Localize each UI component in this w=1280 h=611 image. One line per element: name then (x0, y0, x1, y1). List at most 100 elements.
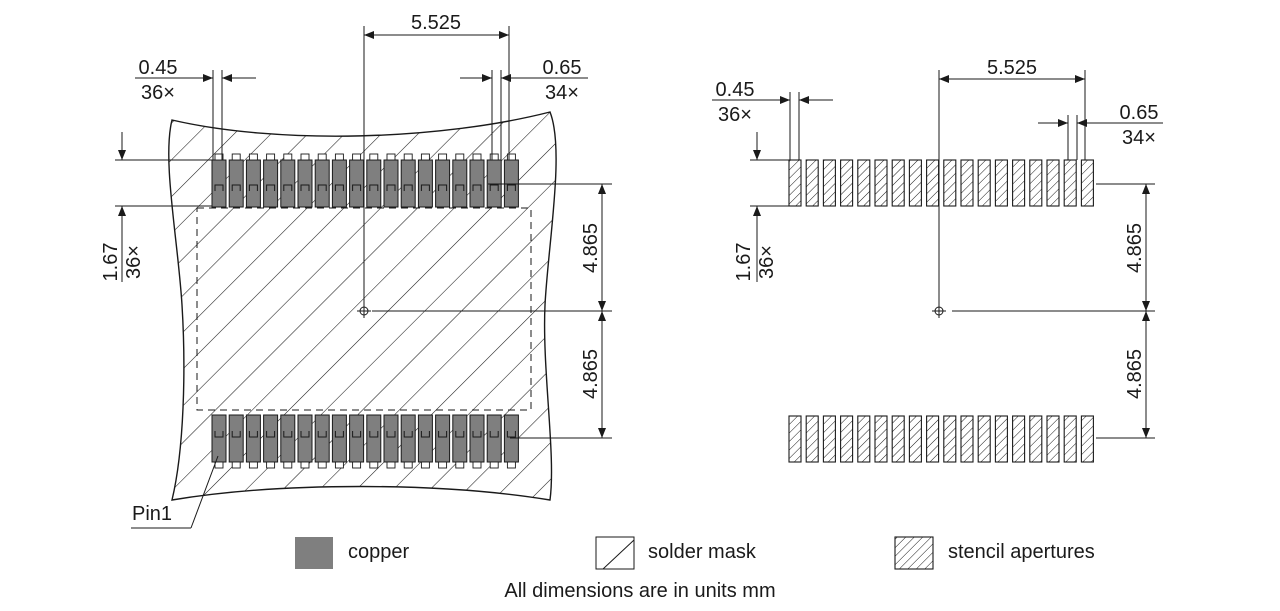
stencil-aperture (908, 415, 922, 463)
pad-mask-notch (506, 431, 516, 438)
units-footnote: All dimensions are in units mm (504, 580, 775, 602)
pad-lead (369, 153, 379, 161)
pad-lead (283, 153, 293, 161)
pad-mask-notch (489, 431, 499, 438)
solder-mask-region (168, 111, 557, 501)
legend-stencil-swatch (894, 536, 934, 570)
stencil-aperture (1029, 159, 1043, 207)
pad-mask-notch (472, 184, 482, 191)
pad-lead (248, 153, 258, 161)
copper-pad (400, 414, 416, 463)
stencil-aperture (822, 415, 836, 463)
pad-lead (455, 461, 465, 469)
stencil-aperture (822, 159, 836, 207)
copper-pad (452, 159, 468, 208)
pad-lead (506, 153, 516, 161)
copper-pad (469, 159, 485, 208)
pad-mask-notch (352, 184, 362, 191)
copper-pad (211, 414, 227, 463)
pad-lead (489, 461, 499, 469)
pad-mask-notch (438, 184, 448, 191)
pad-lead (438, 461, 448, 469)
dim-pad-width2-value: 0.65 (543, 57, 582, 79)
stencil-aperture (943, 415, 957, 463)
pad-mask-notch (352, 431, 362, 438)
stencil-aperture (788, 159, 802, 207)
pad-mask-notch (283, 431, 293, 438)
pad-lead (369, 461, 379, 469)
pad-mask-notch (317, 431, 327, 438)
stencil-aperture (908, 159, 922, 207)
pad-lead (420, 153, 430, 161)
pad-lead (489, 153, 499, 161)
copper-pad (417, 159, 433, 208)
pad-mask-notch (300, 184, 310, 191)
copper-pad (280, 159, 296, 208)
pad-lead (455, 153, 465, 161)
pad-mask-notch (420, 184, 430, 191)
stencil-aperture (874, 159, 888, 207)
copper-pad (366, 159, 382, 208)
pad-mask-notch (506, 184, 516, 191)
stencil-top-row (788, 159, 1094, 207)
pad-lead (352, 461, 362, 469)
right-dim-pitch-top: 5.525 (987, 57, 1037, 79)
pad-mask-notch (403, 184, 413, 191)
pad-mask-notch (300, 431, 310, 438)
stencil-aperture (874, 415, 888, 463)
pad-lead (386, 153, 396, 161)
pad-mask-notch (455, 184, 465, 191)
pad-lead (352, 153, 362, 161)
pad-mask-notch (472, 431, 482, 438)
stencil-aperture (788, 415, 802, 463)
pad-lead (334, 153, 344, 161)
legend-stencil-label: stencil apertures (948, 541, 1095, 563)
copper-pad (263, 159, 279, 208)
right-dim-pad-width2-value: 0.65 (1120, 102, 1159, 124)
pad-lead (506, 461, 516, 469)
stencil-aperture (857, 415, 871, 463)
pad-mask-notch (420, 431, 430, 438)
copper-pad (349, 159, 365, 208)
stencil-aperture (805, 415, 819, 463)
stencil-aperture (926, 415, 940, 463)
right-dim-pad-length-value: 1.67 (733, 243, 755, 282)
copper-pad (314, 159, 330, 208)
left-view: 5.525 0.45 36× 0.65 34× 1.67 36× (100, 12, 612, 529)
stencil-aperture (857, 159, 871, 207)
pad-lead (420, 461, 430, 469)
stencil-aperture (943, 159, 957, 207)
pad-lead (334, 461, 344, 469)
pad-mask-notch (386, 431, 396, 438)
pad-lead (214, 153, 224, 161)
legend-solder-mask-label: solder mask (648, 541, 757, 563)
copper-pad (245, 414, 261, 463)
copper-pad (469, 414, 485, 463)
pad-mask-notch (317, 184, 327, 191)
copper-pad (383, 414, 399, 463)
right-dim-pad-width-value: 0.45 (716, 79, 755, 101)
dim-pad-width2-count: 34× (545, 82, 579, 104)
dim-pad-length-value: 1.67 (100, 243, 122, 282)
stencil-aperture (926, 159, 940, 207)
pad-lead (472, 153, 482, 161)
pad-mask-notch (386, 184, 396, 191)
stencil-aperture (1080, 415, 1094, 463)
stencil-bottom-row (788, 415, 1094, 463)
stencil-aperture (994, 415, 1008, 463)
copper-pad (331, 414, 347, 463)
copper-pad (263, 414, 279, 463)
pad-mask-notch (455, 431, 465, 438)
dim-pad-length-count: 36× (123, 245, 145, 279)
stencil-aperture (1012, 415, 1026, 463)
stencil-aperture (977, 415, 991, 463)
pad-lead (283, 461, 293, 469)
pad-lead (403, 153, 413, 161)
copper-pad (297, 414, 313, 463)
pad-mask-notch (438, 431, 448, 438)
pad-lead (266, 153, 276, 161)
copper-pad (228, 414, 244, 463)
pad-mask-notch (214, 431, 224, 438)
